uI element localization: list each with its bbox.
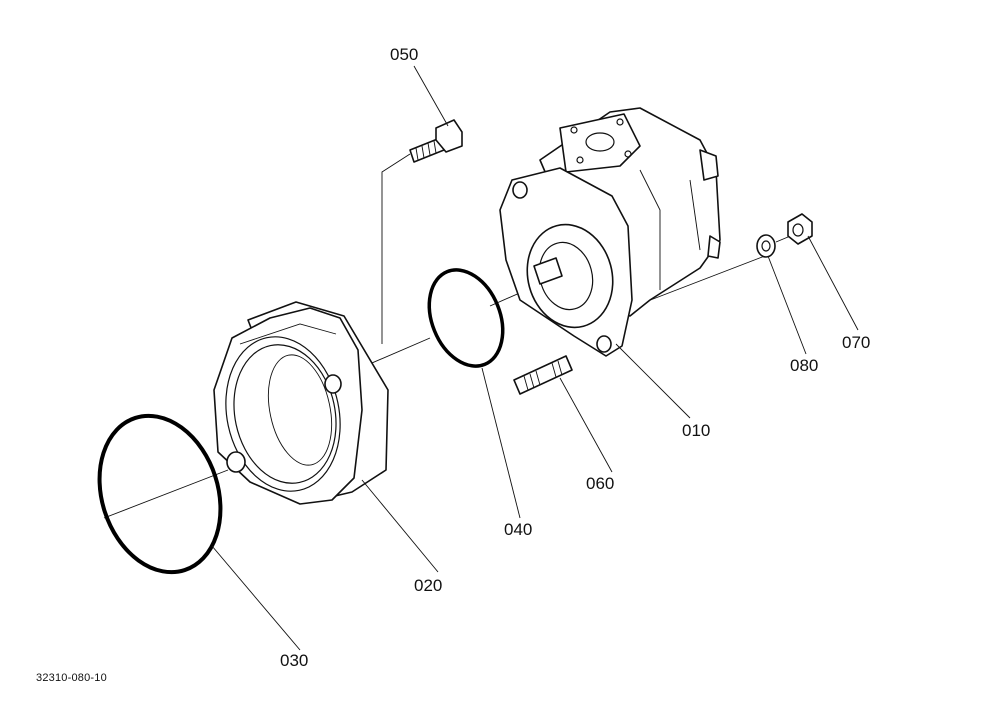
callout-030: 030 — [280, 651, 308, 670]
leader-lines — [211, 65, 859, 651]
callout-070: 070 — [842, 333, 870, 352]
hydraulic-pump-body — [499, 107, 721, 357]
stud — [513, 355, 573, 395]
callout-040: 040 — [504, 520, 532, 539]
o-ring-small — [427, 268, 505, 368]
callout-050: 050 — [390, 45, 418, 64]
reference-code: 32310-080-10 — [36, 672, 107, 684]
nut — [787, 213, 813, 245]
callouts: 050 010 020 030 040 060 070 080 — [280, 45, 870, 670]
callout-020: 020 — [414, 576, 442, 595]
washer — [756, 234, 776, 258]
callout-010: 010 — [682, 421, 710, 440]
callout-060: 060 — [586, 474, 614, 493]
callout-080: 080 — [790, 356, 818, 375]
bolt — [409, 119, 463, 163]
flange-adapter — [213, 301, 389, 505]
o-ring-large — [97, 413, 223, 575]
